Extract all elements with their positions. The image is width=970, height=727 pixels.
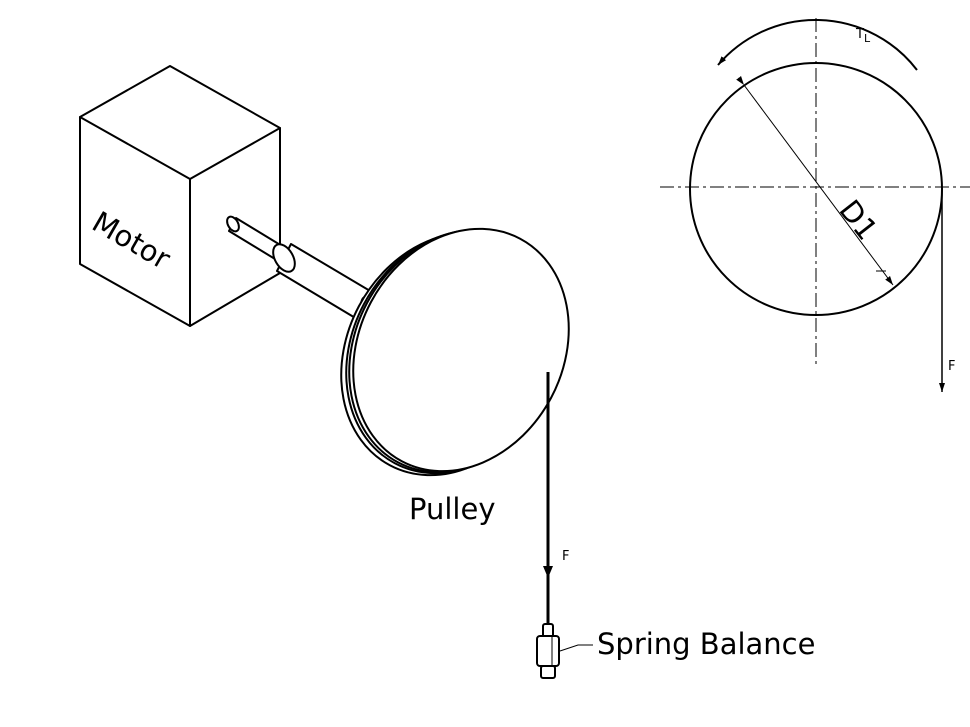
force-label-right: F	[948, 359, 955, 374]
motor-box	[79, 65, 281, 327]
force-label-left: F	[562, 549, 569, 564]
torque-arrow	[717, 18, 918, 71]
spring-balance	[536, 623, 560, 679]
torque-label: TL	[855, 27, 871, 45]
spring-balance-label: Spring Balance	[597, 627, 815, 661]
pulley-label: Pulley	[409, 492, 495, 526]
diameter-line	[736, 75, 894, 286]
pulley-schematic: D1 TL F	[660, 18, 970, 392]
diameter-label: D1	[832, 193, 884, 246]
pulley-disc	[340, 227, 570, 477]
motor-assembly: Motor Pulley F	[79, 65, 815, 679]
spring-balance-leader	[559, 644, 593, 652]
